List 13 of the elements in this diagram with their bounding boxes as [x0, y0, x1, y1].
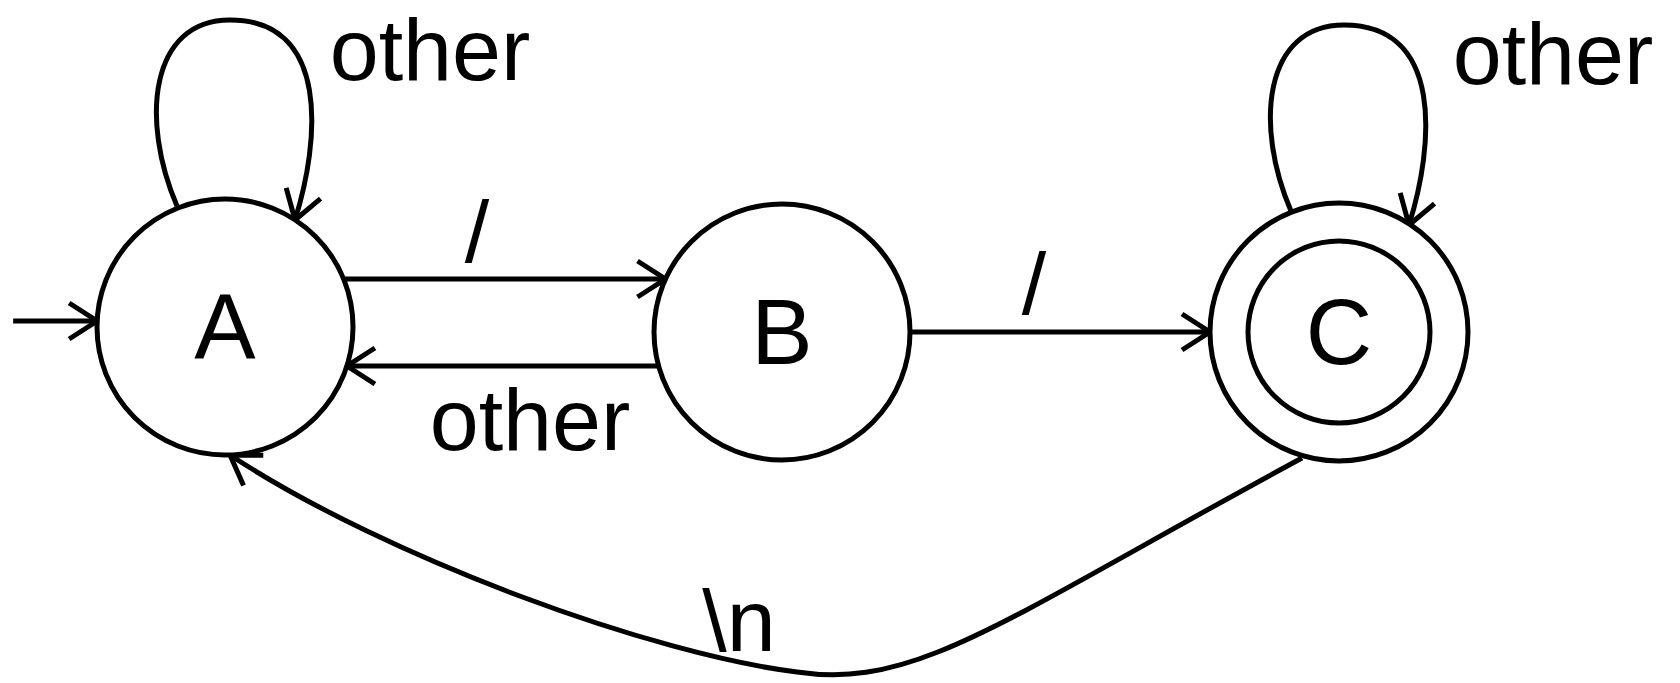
edge-label: \n: [702, 577, 776, 665]
state-circle: [94, 196, 356, 458]
transition-arrow: [227, 451, 1304, 678]
accepting-state-circle: [1207, 200, 1471, 464]
edge-label: other: [329, 6, 531, 94]
edge-label: other: [429, 376, 631, 464]
state-label: A: [193, 281, 257, 373]
state-label: B: [750, 286, 814, 378]
edge-label: other: [1452, 10, 1654, 98]
state-label: C: [1304, 286, 1374, 378]
edge-label: /: [1021, 240, 1047, 328]
state-circle: [651, 201, 913, 463]
edge-label: /: [464, 188, 490, 276]
